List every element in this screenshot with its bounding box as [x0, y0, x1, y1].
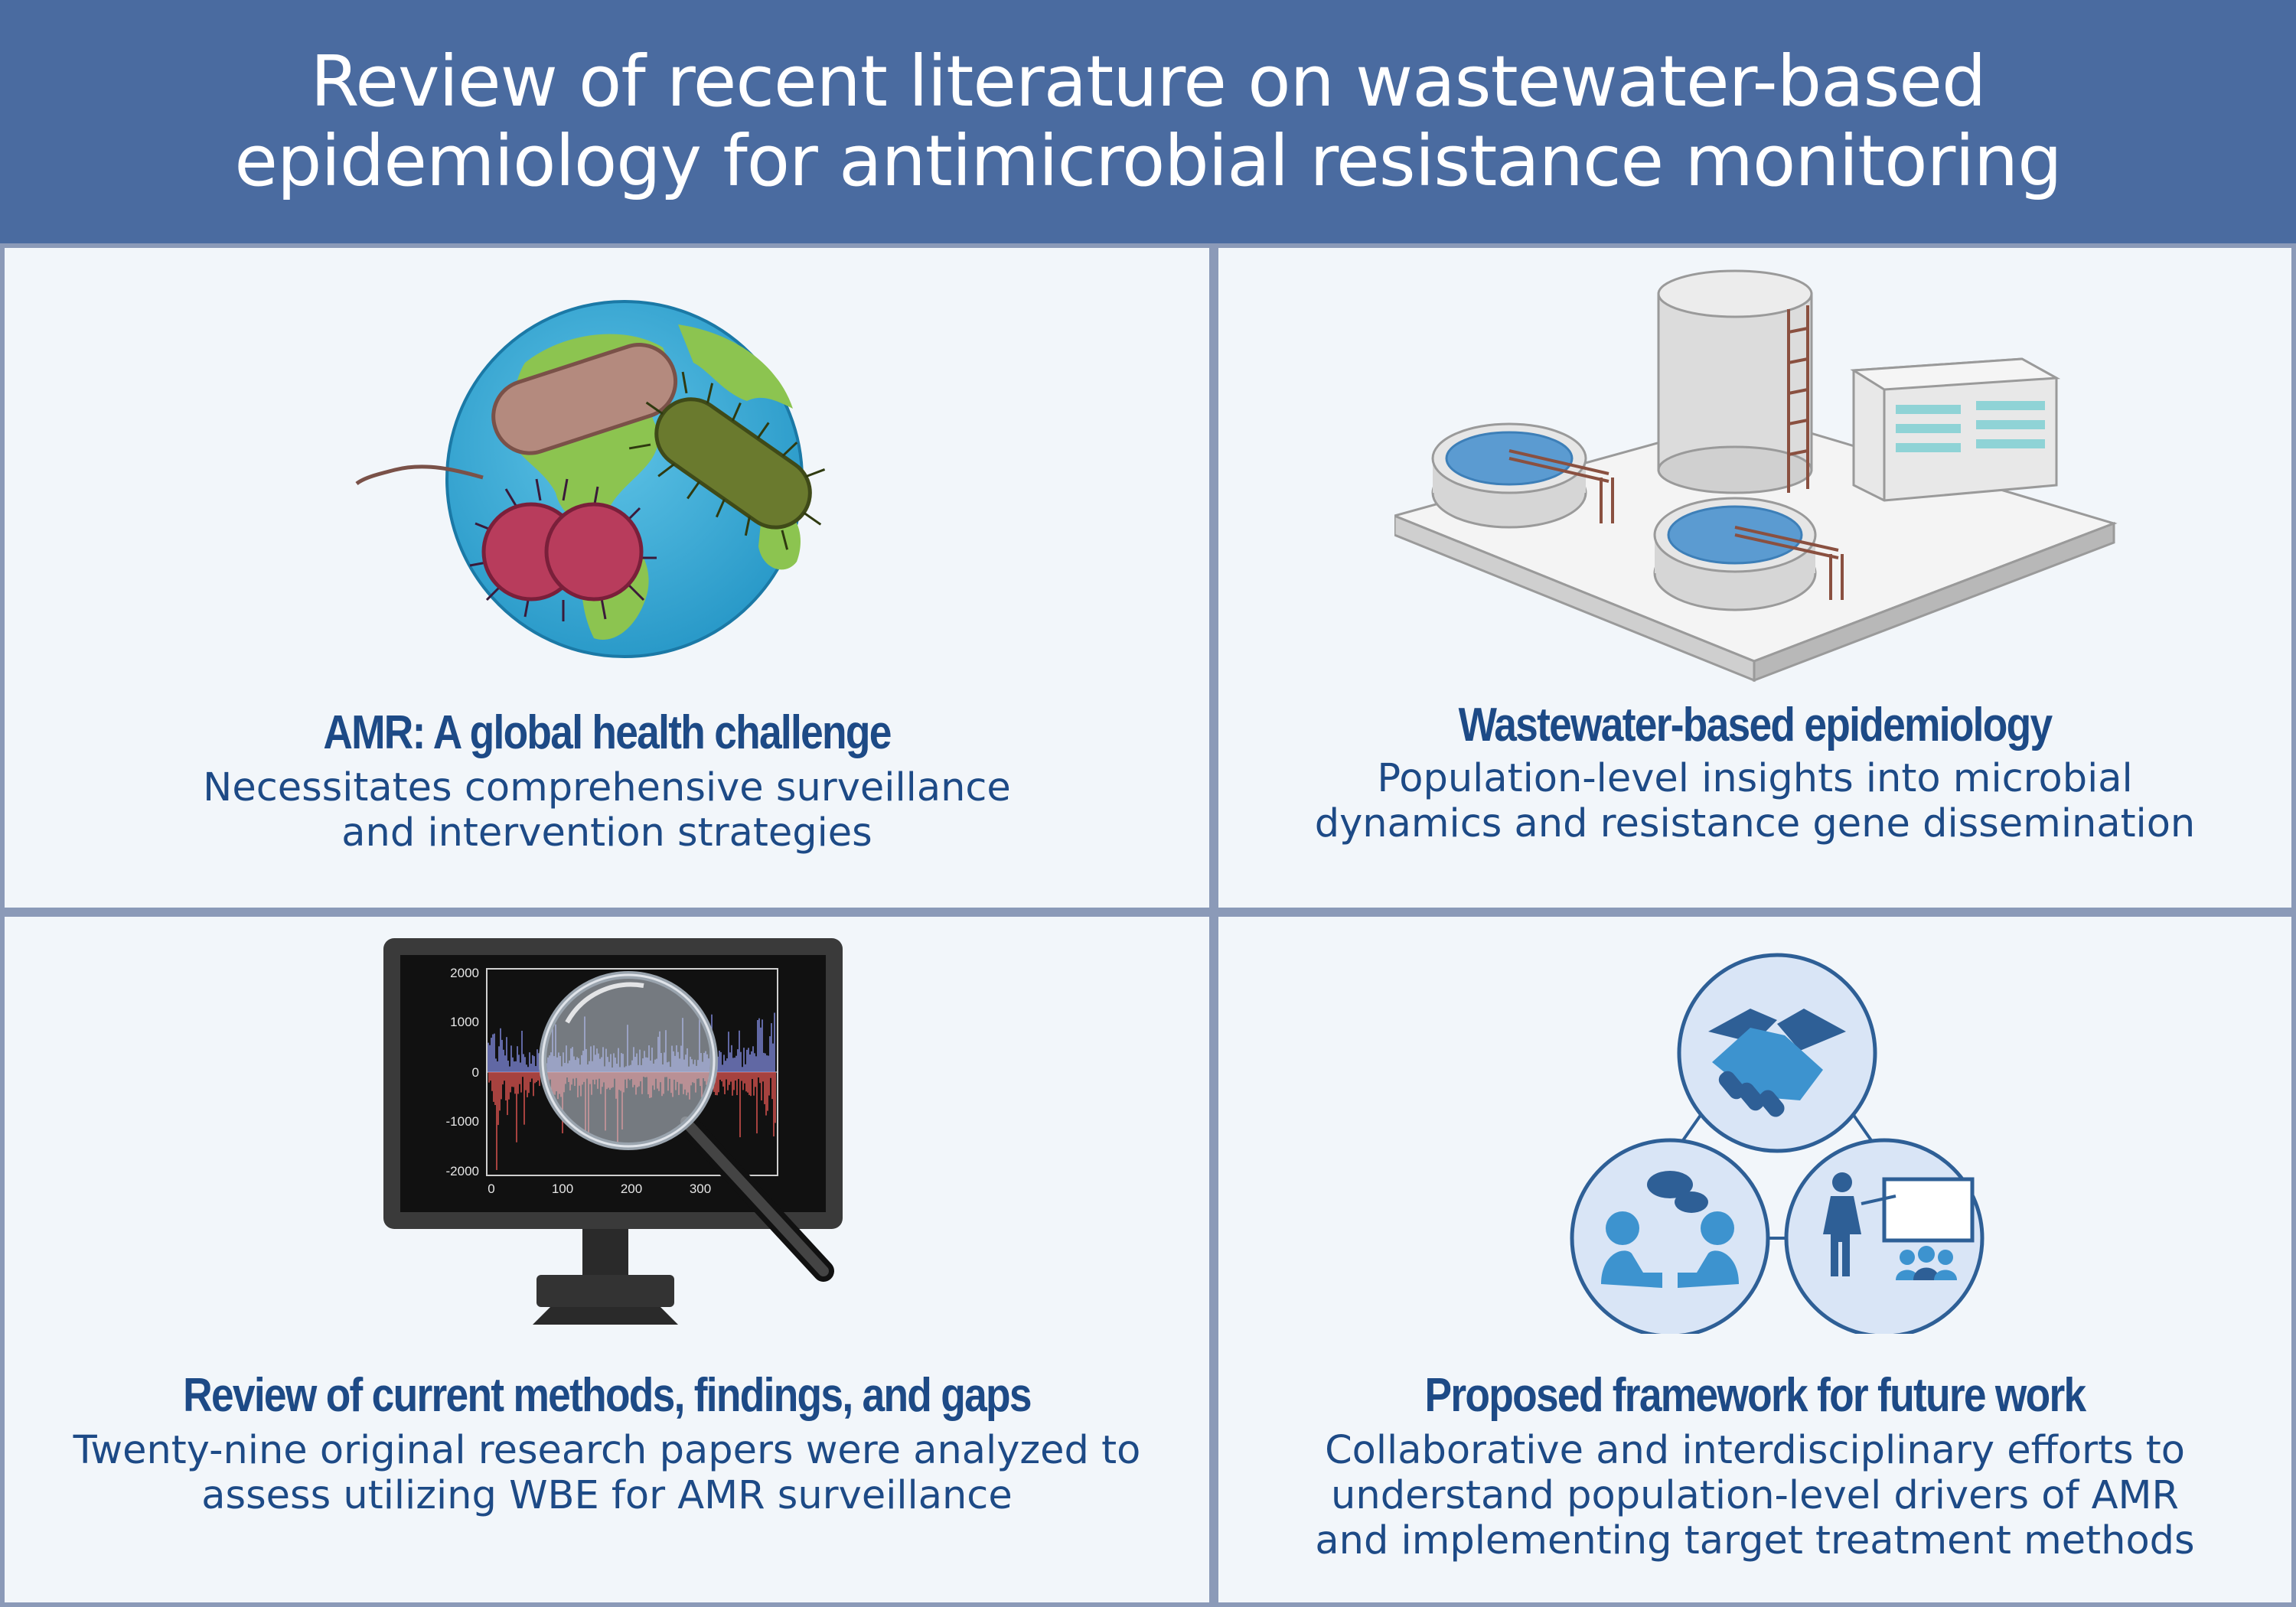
y-tick-label: 1000	[450, 1015, 479, 1029]
handshake-icon	[1677, 953, 1877, 1153]
panel-desc-line-2: assess utilizing WBE for AMR surveillanc…	[201, 1473, 1013, 1518]
panel-framework: Proposed framework for future work Colla…	[1218, 917, 2291, 1602]
panel-desc-line-1: Twenty-nine original research papers wer…	[73, 1428, 1141, 1473]
panel-amr-global: AMR: A global health challenge Necessita…	[5, 248, 1209, 908]
treatment-plant-icon	[1394, 269, 2118, 683]
panel-desc-line-1: Population-level insights into microbial	[1377, 756, 2133, 801]
panel-desc-line-3: and implementing target treatment method…	[1315, 1518, 2195, 1563]
x-tick-label: 0	[488, 1182, 494, 1196]
globe-bacteria-icon	[355, 300, 826, 658]
panel-desc-line-2: and intervention strategies	[341, 810, 872, 856]
panel-desc-line-1: Collaborative and interdisciplinary effo…	[1325, 1428, 2185, 1473]
y-tick-label: -2000	[446, 1164, 479, 1178]
panel-desc-line-1: Necessitates comprehensive surveillance	[203, 765, 1011, 810]
panel-title: Wastewater-based epidemiology	[1458, 699, 2053, 751]
panel-title: Review of current methods, findings, and…	[183, 1369, 1032, 1422]
x-tick-label: 300	[690, 1182, 711, 1196]
y-tick-label: -1000	[446, 1114, 479, 1129]
panel-title: AMR: A global health challenge	[323, 706, 892, 759]
page-title-line-1: Review of recent literature on wastewate…	[310, 41, 1987, 122]
collaboration-cycle-icon	[1570, 953, 1985, 1334]
x-tick-label: 100	[552, 1182, 573, 1196]
conversation-icon	[1570, 1138, 1770, 1334]
panel-title: Proposed framework for future work	[1424, 1369, 2087, 1422]
x-tick-label: 200	[621, 1182, 642, 1196]
teaching-icon	[1784, 1138, 1985, 1334]
header-banner: Review of recent literature on wastewate…	[0, 0, 2296, 243]
monitor-magnifier-icon: 2000 1000 0 -1000 -2000 0 100 200 300	[383, 938, 843, 1325]
y-tick-label: 0	[472, 1065, 479, 1080]
y-tick-label: 2000	[450, 966, 479, 980]
panel-desc-line-2: understand population-level drivers of A…	[1331, 1473, 2179, 1518]
panel-review-methods: 2000 1000 0 -1000 -2000 0 100 200 300 Re…	[5, 917, 1209, 1602]
panel-desc-line-2: dynamics and resistance gene disseminati…	[1314, 801, 2196, 846]
page-title-line-2: epidemiology for antimicrobial resistanc…	[234, 120, 2062, 202]
panel-wbe: Wastewater-based epidemiology Population…	[1218, 248, 2291, 908]
